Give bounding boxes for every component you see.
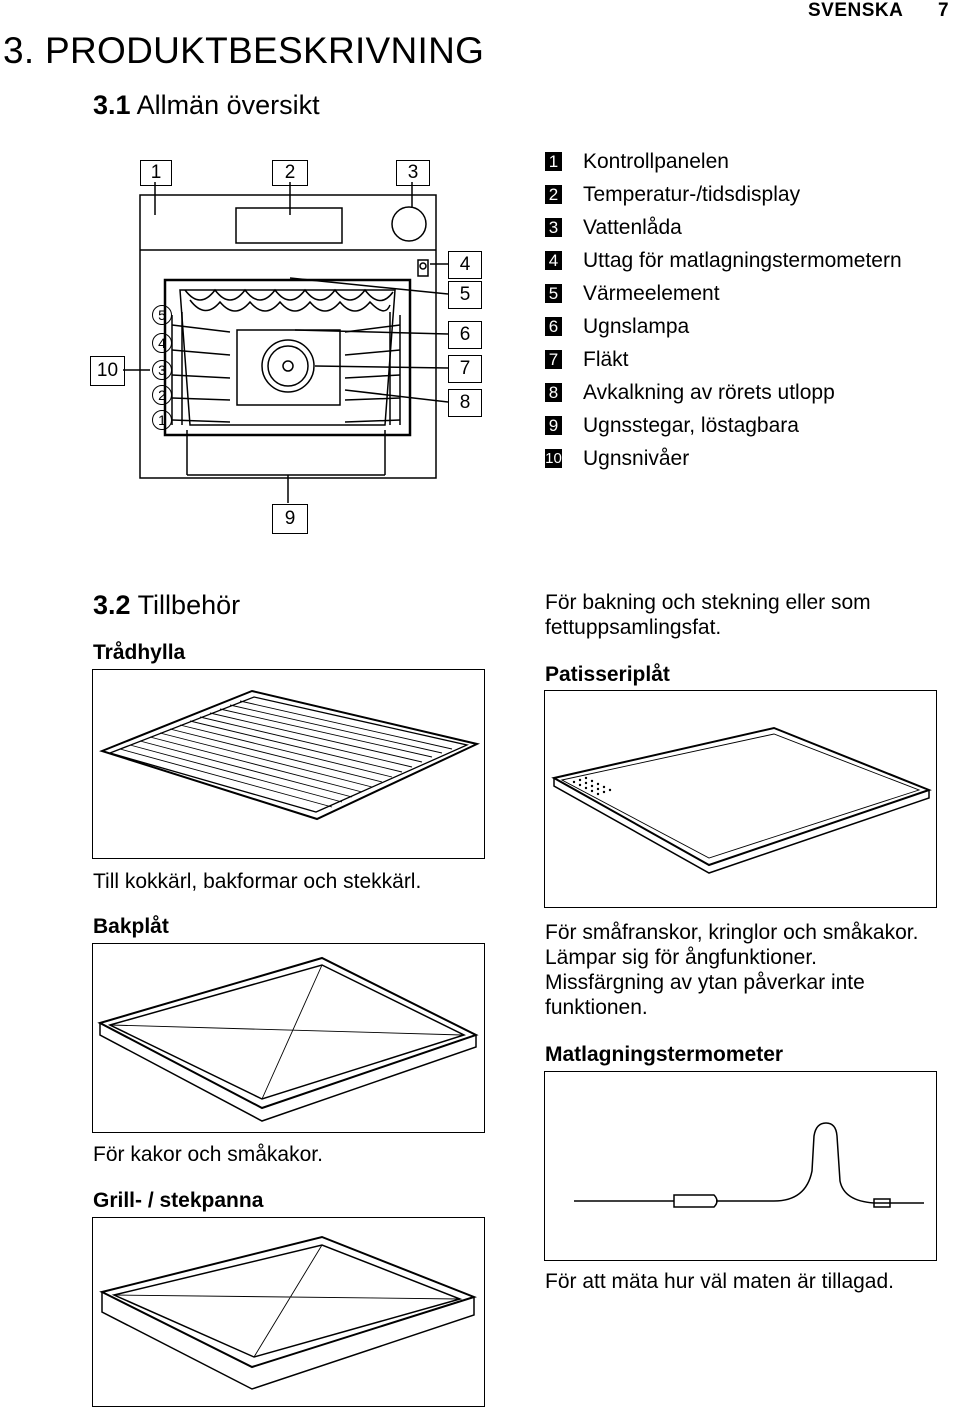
level-2: 2	[152, 385, 172, 405]
pastry-tray-heading: Patisseriplåt	[545, 663, 670, 686]
overview-legend: 1 Kontrollpanelen 2 Temperatur-/tidsdispla…	[545, 145, 902, 475]
legend-item: 7 Fläkt	[545, 343, 902, 376]
section-title: Tillbehör	[137, 590, 241, 620]
legend-label: Ugnslampa	[583, 314, 690, 338]
grill-pan-image	[99, 1235, 477, 1390]
legend-item: 3 Vattenlåda	[545, 211, 902, 244]
wire-shelf-image-frame	[92, 669, 485, 859]
legend-item: 10 Ugnsnivåer	[545, 442, 902, 475]
callout-10: 10	[90, 356, 125, 386]
thermometer-image	[574, 1122, 924, 1208]
level-3: 3	[152, 360, 172, 380]
pastry-tray-description: För småfranskor, kringlor och småkakor. …	[545, 920, 918, 1020]
pastry-tray-description-line: Lämpar sig för ångfunktioner.	[545, 946, 817, 969]
level-4: 4	[152, 333, 172, 353]
legend-item: 8 Avkalkning av rörets utlopp	[545, 376, 902, 409]
callout-2: 2	[272, 160, 308, 186]
legend-number: 6	[545, 317, 562, 336]
baking-tray-description: För kakor och småkakor.	[93, 1143, 323, 1166]
wire-shelf-description: Till kokkärl, bakformar och stekkärl.	[93, 870, 422, 893]
level-5: 5	[152, 305, 172, 325]
legend-item: 5 Värmeelement	[545, 277, 902, 310]
pastry-tray-image-frame	[544, 690, 937, 908]
legend-item: 4 Uttag för matlagningstermometern	[545, 244, 902, 277]
pastry-tray-description-line: funktionen.	[545, 996, 648, 1019]
callout-9: 9	[272, 504, 308, 534]
legend-number: 10	[545, 449, 562, 468]
legend-label: Ugnsnivåer	[583, 446, 690, 470]
thermometer-description: För att mäta hur väl maten är tillagad.	[545, 1270, 894, 1293]
callout-4: 4	[448, 251, 482, 279]
legend-number: 1	[545, 152, 562, 171]
baking-tray-image	[97, 956, 479, 1122]
legend-label: Kontrollpanelen	[583, 149, 729, 173]
page-title: 3. PRODUKTBESKRIVNING	[3, 30, 485, 71]
pastry-tray-image	[551, 726, 932, 874]
wire-shelf-heading: Trådhylla	[93, 641, 186, 664]
grill-pan-image-frame	[92, 1217, 485, 1407]
legend-number: 2	[545, 185, 562, 204]
legend-number: 9	[545, 416, 562, 435]
legend-item: 6 Ugnslampa	[545, 310, 902, 343]
section-3-2-heading: 3.2 Tillbehör	[93, 590, 240, 621]
wire-shelf-image	[99, 689, 481, 821]
baking-tray-image-frame	[92, 943, 485, 1133]
baking-tray-heading: Bakplåt	[93, 915, 169, 938]
legend-label: Fläkt	[583, 347, 629, 371]
callout-5: 5	[448, 281, 482, 309]
callout-3: 3	[396, 160, 430, 186]
callout-8: 8	[448, 389, 482, 417]
legend-item: 1 Kontrollpanelen	[545, 145, 902, 178]
legend-number: 5	[545, 284, 562, 303]
legend-number: 3	[545, 218, 562, 237]
section-title: Allmän översikt	[136, 90, 320, 120]
section-number: 3.1	[93, 90, 131, 120]
thermometer-image-frame	[544, 1071, 937, 1261]
grill-pan-description: För bakning och stekning eller som fettu…	[545, 591, 871, 639]
callout-6: 6	[448, 321, 482, 349]
legend-number: 7	[545, 350, 562, 369]
legend-number: 4	[545, 251, 562, 270]
oven-diagram	[123, 182, 449, 503]
legend-number: 8	[545, 383, 562, 402]
level-1: 1	[152, 410, 172, 430]
callout-7: 7	[448, 355, 482, 383]
legend-label: Uttag för matlagningstermometern	[583, 248, 902, 272]
legend-item: 9 Ugnsstegar, löstagbara	[545, 409, 902, 442]
grill-pan-heading: Grill- / stekpanna	[93, 1189, 264, 1212]
section-number: 3.2	[93, 590, 131, 620]
pastry-tray-description-line: Missfärgning av ytan påverkar inte	[545, 971, 865, 994]
legend-label: Vattenlåda	[583, 215, 682, 239]
page-number: 7	[938, 0, 949, 21]
legend-label: Temperatur-/tidsdisplay	[583, 182, 801, 206]
thermometer-heading: Matlagningstermometer	[545, 1043, 784, 1066]
callout-1: 1	[140, 160, 172, 186]
legend-label: Avkalkning av rörets utlopp	[583, 380, 835, 404]
legend-item: 2 Temperatur-/tidsdisplay	[545, 178, 902, 211]
section-3-1-heading: 3.1 Allmän översikt	[93, 90, 320, 121]
header-language: SVENSKA	[808, 0, 904, 21]
pastry-tray-description-line: För småfranskor, kringlor och småkakor.	[545, 921, 919, 944]
legend-label: Ugnsstegar, löstagbara	[583, 413, 799, 437]
legend-label: Värmeelement	[583, 281, 720, 305]
